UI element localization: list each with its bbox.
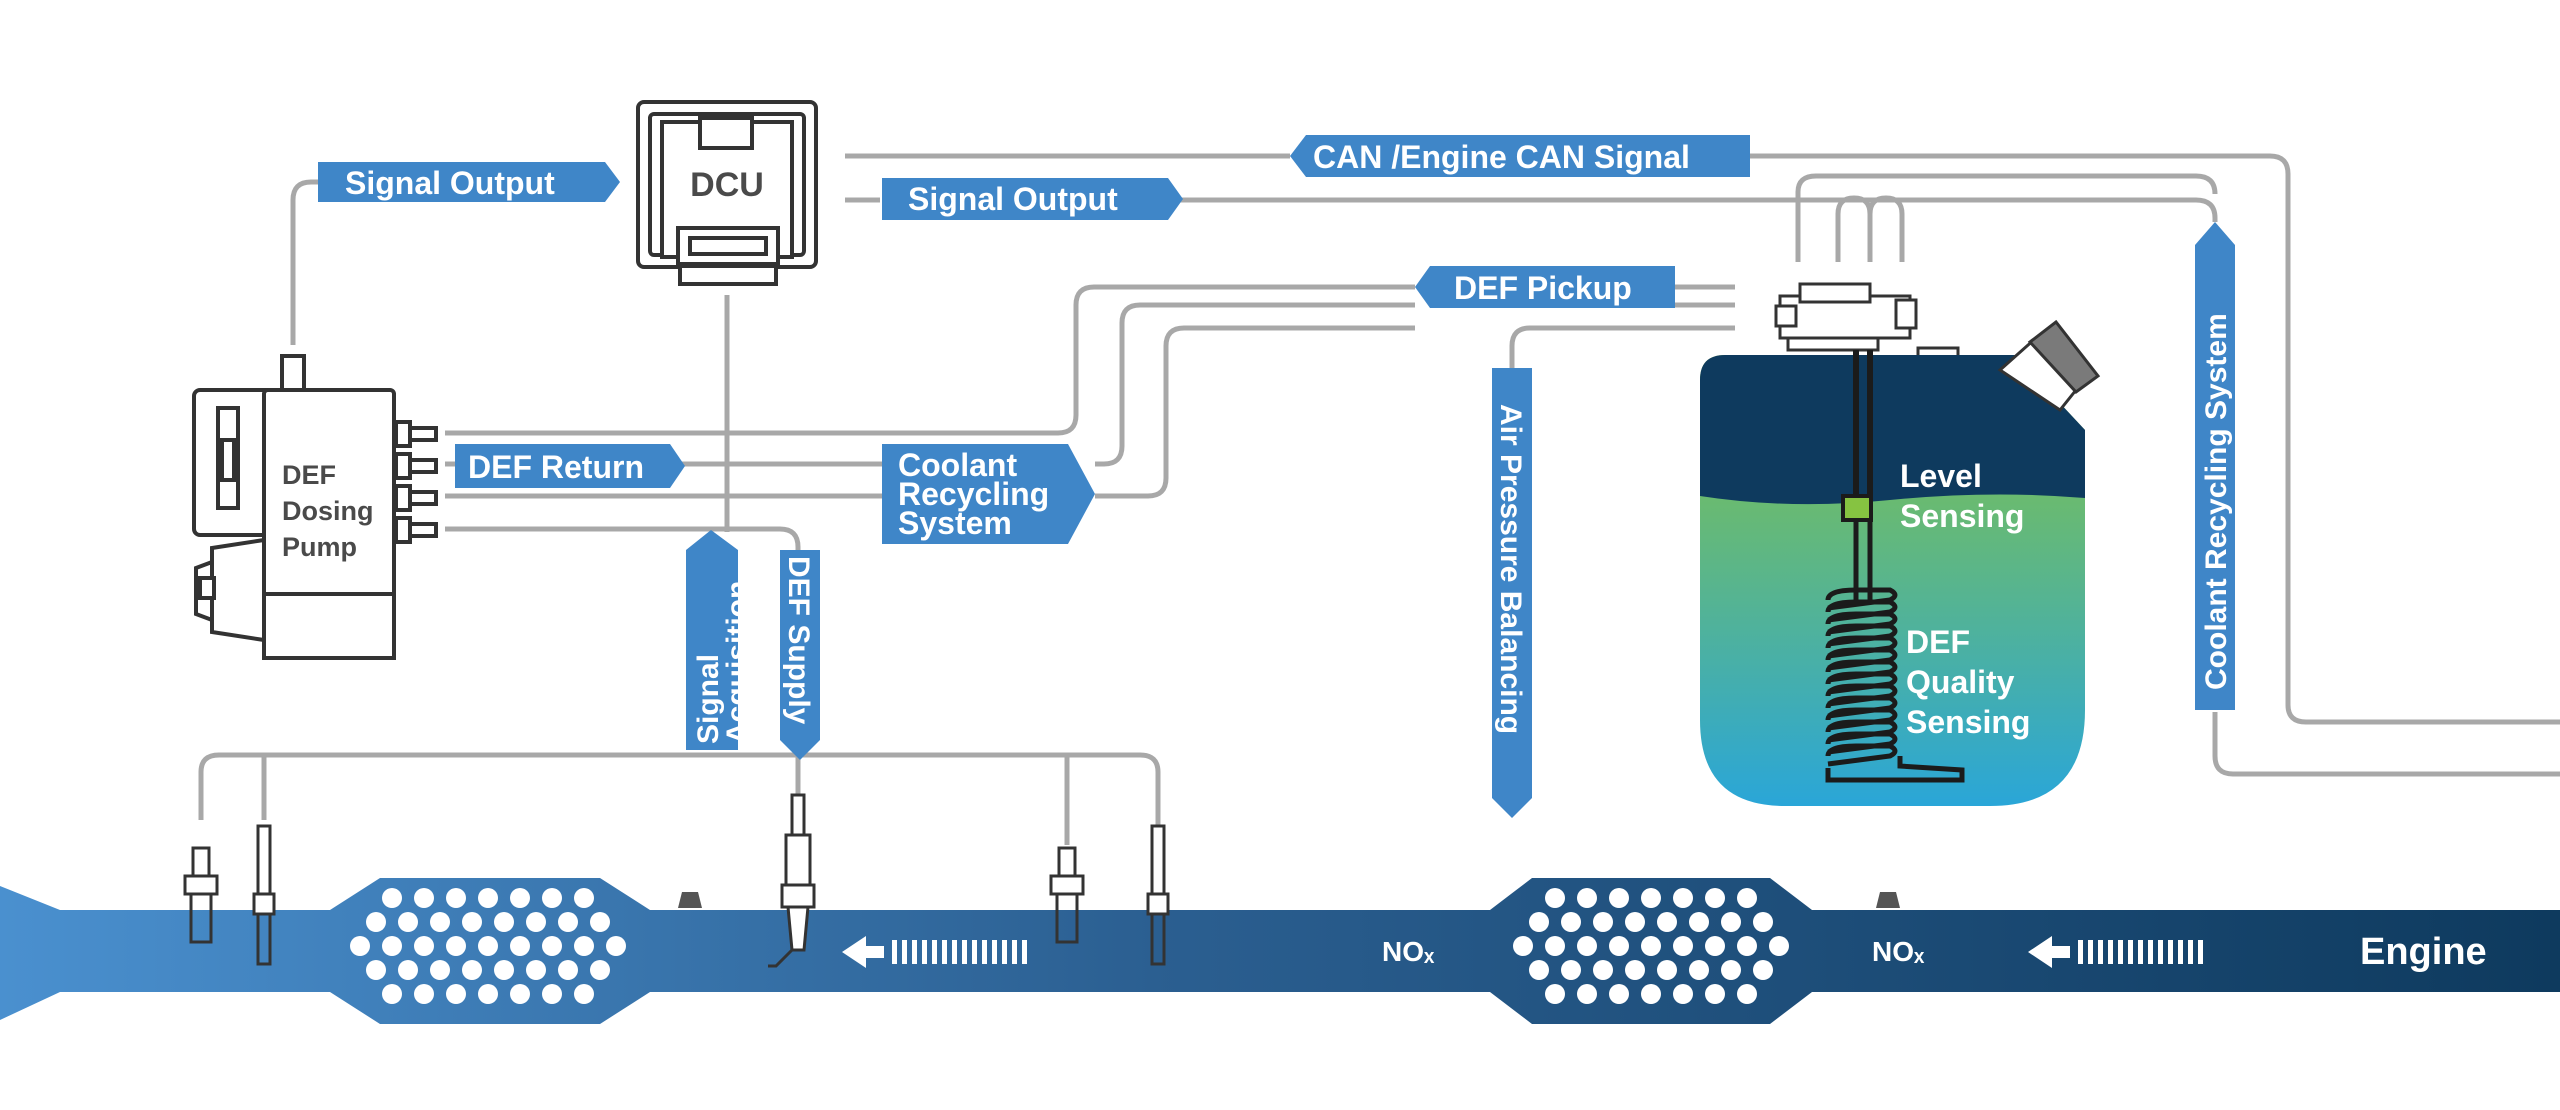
air-pressure-tag — [1492, 368, 1532, 818]
def-tank — [1700, 282, 2101, 806]
def-supply-label: DEF Supply — [782, 556, 815, 725]
coolant-recycling-line3: System — [898, 505, 1012, 541]
level-float-icon — [1841, 494, 1873, 522]
level-sensing-line2: Sensing — [1900, 498, 2024, 534]
tank-sensor-head — [1774, 282, 1960, 364]
flow-arrow-icon — [2028, 936, 2203, 968]
def-quality-line2: Quality — [1906, 664, 2015, 700]
def-return-tag — [455, 444, 685, 488]
filter-catalyst-icon — [350, 888, 626, 1004]
label-tags — [318, 135, 2235, 818]
tank-cap-icon — [1997, 319, 2101, 413]
def-pickup-tag — [1415, 266, 1675, 308]
air-pressure-label: Air Pressure Balancing — [1494, 404, 1527, 734]
quality-sensor-coil — [1825, 520, 1965, 783]
flow-arrow-icon — [842, 936, 1027, 968]
coolant-recycling-tag — [882, 444, 1095, 544]
nox-label-2: NOₓ — [1872, 936, 1925, 967]
signal-acquisition-tag — [686, 530, 738, 750]
signal-acquisition-line1: Signal — [692, 654, 725, 744]
pump-label-line3: Pump — [282, 532, 357, 562]
signal-output-mid-label: Signal Output — [908, 181, 1118, 217]
def-quality-line1: DEF — [1906, 624, 1970, 660]
level-sensor-probe — [1853, 350, 1873, 496]
exhaust-pipe — [0, 878, 2560, 1024]
sensor-probe-icon — [1049, 846, 1085, 944]
nox-label-1: NOₓ — [1382, 936, 1435, 967]
pump-label-line1: DEF — [282, 460, 336, 490]
coolant-recycling-line2: Recycling — [898, 476, 1049, 512]
def-pickup-label: DEF Pickup — [1454, 270, 1632, 306]
signal-acquisition-line2: Acquisition — [721, 581, 754, 744]
can-signal-label: CAN /Engine CAN Signal — [1313, 139, 1690, 175]
signal-output-mid-tag — [882, 178, 1183, 220]
def-supply-tag — [780, 550, 820, 760]
injector-icon — [768, 793, 816, 968]
sensor-probe-icon — [183, 846, 219, 944]
signal-output-left-label: Signal Output — [345, 165, 555, 201]
filter-catalyst-icon — [1513, 888, 1789, 1004]
sensor-bump-icon — [678, 892, 702, 908]
pump-label-line2: Dosing — [282, 496, 374, 526]
def-quality-line3: Sensing — [1906, 704, 2030, 740]
def-return-label: DEF Return — [468, 449, 644, 485]
sensor-bump-icon — [1876, 892, 1900, 908]
dcu-label: DCU — [690, 166, 764, 204]
def-dosing-pump — [192, 354, 438, 660]
sensor-probe-icon — [252, 824, 276, 966]
connection-lines — [198, 153, 2560, 845]
can-signal-tag — [1290, 135, 1750, 177]
dcu-unit — [636, 100, 818, 286]
engine-label: Engine — [2360, 931, 2487, 973]
coolant-vertical-label: Coolant Recycling System — [2200, 313, 2233, 690]
sensor-probe-icon — [1146, 824, 1170, 966]
coolant-recycling-line1: Coolant — [898, 447, 1017, 483]
coolant-vertical-tag — [2195, 222, 2235, 710]
signal-output-left-tag — [318, 162, 620, 202]
level-sensing-line1: Level — [1900, 458, 1982, 494]
